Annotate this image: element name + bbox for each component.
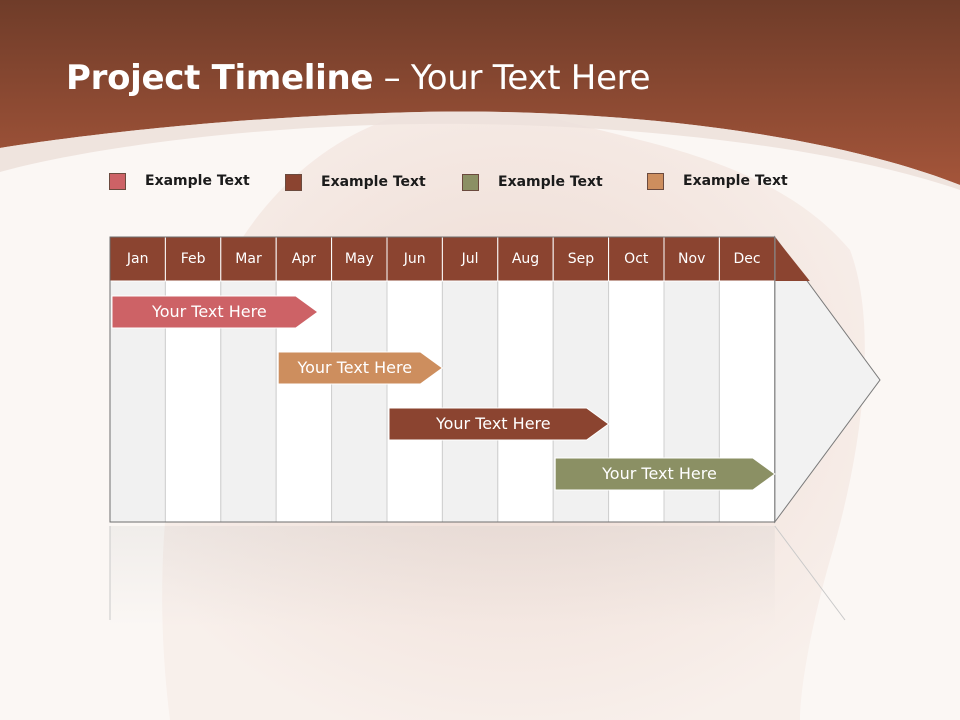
month-label-feb: Feb xyxy=(180,251,206,267)
month-header-cell xyxy=(220,236,277,282)
legend-item-3: Example Text xyxy=(462,172,603,192)
month-label-sep: Sep xyxy=(567,251,595,267)
arrow-head-cap xyxy=(774,237,810,281)
timeline-grid xyxy=(109,235,881,626)
legend-label: Example Text xyxy=(683,173,788,189)
legend-label: Example Text xyxy=(145,173,250,189)
grid-border xyxy=(109,236,776,523)
month-label-aug: Aug xyxy=(511,251,540,267)
task-bar-label-3: Your Text Here xyxy=(435,414,551,433)
month-label-oct: Oct xyxy=(624,251,649,267)
legend-item-2: Example Text xyxy=(285,172,426,192)
month-header-cell xyxy=(441,236,499,282)
legend-item-1: Example Text xyxy=(109,171,250,191)
month-column xyxy=(441,280,499,523)
task-bar-3 xyxy=(388,407,610,441)
grid-reflection xyxy=(110,526,775,626)
month-label-may: May xyxy=(344,251,374,267)
month-label-jun: Jun xyxy=(403,251,426,267)
task-bar-label-2: Your Text Here xyxy=(297,358,413,377)
page-title-bold: Project Timeline xyxy=(66,58,374,98)
task-bar-label-1: Your Text Here xyxy=(152,302,267,321)
month-column xyxy=(331,280,388,523)
month-label-dec: Dec xyxy=(733,251,761,267)
page-title: Project Timeline – Your Text Here xyxy=(66,58,651,98)
legend-swatch xyxy=(285,173,302,191)
month-label-jul: Jul xyxy=(461,251,479,267)
month-header-cell xyxy=(552,236,610,282)
month-label-mar: Mar xyxy=(235,251,262,267)
legend-item-4: Example Text xyxy=(647,171,788,191)
reflection-edge-right xyxy=(774,525,846,621)
legend-swatch xyxy=(462,173,479,191)
task-bar-1 xyxy=(111,295,319,329)
legend-label: Example Text xyxy=(498,174,603,190)
month-label-jan: Jan xyxy=(126,251,149,267)
header-band xyxy=(0,0,960,185)
task-bar-2 xyxy=(277,351,444,385)
task-bar-4 xyxy=(554,457,776,491)
month-column xyxy=(497,280,554,523)
legend-swatch xyxy=(109,172,126,190)
month-header-cell xyxy=(718,236,776,282)
header-swoosh xyxy=(0,111,960,190)
legend-label: Example Text xyxy=(321,174,426,190)
task-bar-label-4: Your Text Here xyxy=(602,464,717,483)
month-label-nov: Nov xyxy=(678,251,706,267)
month-label-apr: Apr xyxy=(291,251,316,267)
legend-swatch xyxy=(647,172,664,190)
page-title-rest: – Your Text Here xyxy=(373,58,651,98)
month-column xyxy=(386,280,443,523)
